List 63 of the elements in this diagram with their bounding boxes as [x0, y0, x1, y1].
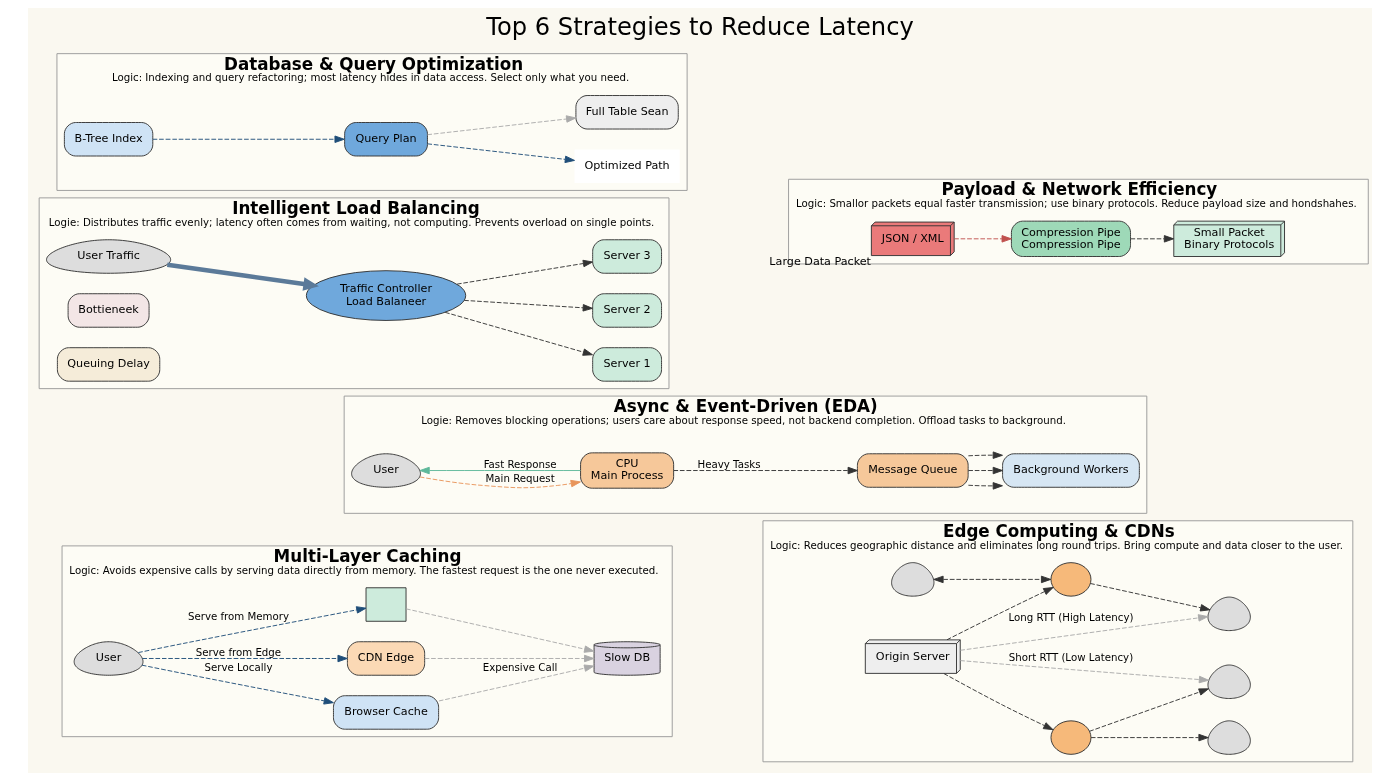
- node-box: CPU Main Process: [580, 452, 675, 489]
- node-box: Bottieneek: [67, 293, 150, 328]
- edge-label: Serve Locally: [204, 662, 273, 674]
- node-label: Large Data Packet: [769, 254, 871, 268]
- node-box: Server 2: [592, 293, 662, 328]
- arrow: [967, 466, 1003, 475]
- edge-label: Long RTT (High Latency): [1008, 612, 1134, 624]
- arrow: [141, 664, 334, 705]
- node-box: Query Plan: [344, 122, 428, 157]
- node-box: Server 1: [592, 347, 662, 382]
- arrow: [444, 311, 593, 356]
- node-box: Browser Cache: [333, 695, 440, 730]
- arrow: [933, 575, 1052, 584]
- node-box: Queuing Delay: [56, 347, 161, 382]
- node-person: [891, 562, 935, 597]
- arrow: [463, 299, 593, 312]
- arrow: [946, 587, 1054, 641]
- edge-label: Serve from Memory: [187, 611, 290, 623]
- arrow: [943, 673, 1054, 731]
- arrow: [673, 466, 858, 475]
- edge-label: Fast Response: [483, 458, 557, 470]
- arrow: [427, 143, 575, 164]
- node-cloud: [1050, 720, 1092, 755]
- node-box: Compression Pipe Compression Pipe: [1010, 220, 1131, 257]
- arrow: [137, 606, 367, 654]
- edge-label: Heavy Tasks: [697, 458, 761, 470]
- node-box: [365, 587, 407, 622]
- arrow: [967, 482, 1003, 490]
- node-cloud: [1050, 562, 1092, 597]
- arrow: [438, 664, 595, 702]
- arrow: [1090, 733, 1209, 742]
- diagram-title: Top 6 Strategies to Reduce Latency: [486, 12, 914, 41]
- arrow: [152, 135, 345, 143]
- arrow: [142, 654, 348, 663]
- node-box: B-Tree Index: [63, 122, 154, 157]
- arrow: [419, 476, 581, 489]
- node-box: Optimized Path: [574, 149, 680, 183]
- arrow: [1089, 688, 1209, 732]
- node-ellipse: Traffic Controller Load Balaneer: [305, 270, 467, 321]
- arrow: [456, 259, 594, 285]
- arrow: [424, 654, 595, 663]
- node-person: [1207, 664, 1251, 699]
- arrow: [1090, 583, 1211, 612]
- arrow: [419, 466, 581, 475]
- edge-label: Main Request: [485, 473, 555, 485]
- node-person: [1207, 596, 1251, 632]
- edge-label: Expensive Call: [482, 662, 558, 674]
- node-box: Background Workers: [1002, 453, 1140, 488]
- arrow: [967, 451, 1003, 459]
- arrow: [960, 614, 1209, 651]
- arrow: [427, 115, 577, 136]
- node-box: CDN Edge: [346, 641, 426, 676]
- node-box: Server 3: [592, 239, 662, 274]
- arrow: [166, 262, 319, 291]
- arrow: [1130, 235, 1175, 243]
- arrow: [953, 235, 1012, 243]
- arrow: [405, 608, 595, 653]
- node-person: [1207, 720, 1251, 755]
- node-box: Full Table Sean: [575, 95, 679, 130]
- node-box: Message Queue: [856, 453, 969, 488]
- arrow: [959, 660, 1210, 684]
- edge-label: Serve from Edge: [195, 646, 282, 658]
- edge-label: Short RTT (Low Latency): [1008, 652, 1134, 664]
